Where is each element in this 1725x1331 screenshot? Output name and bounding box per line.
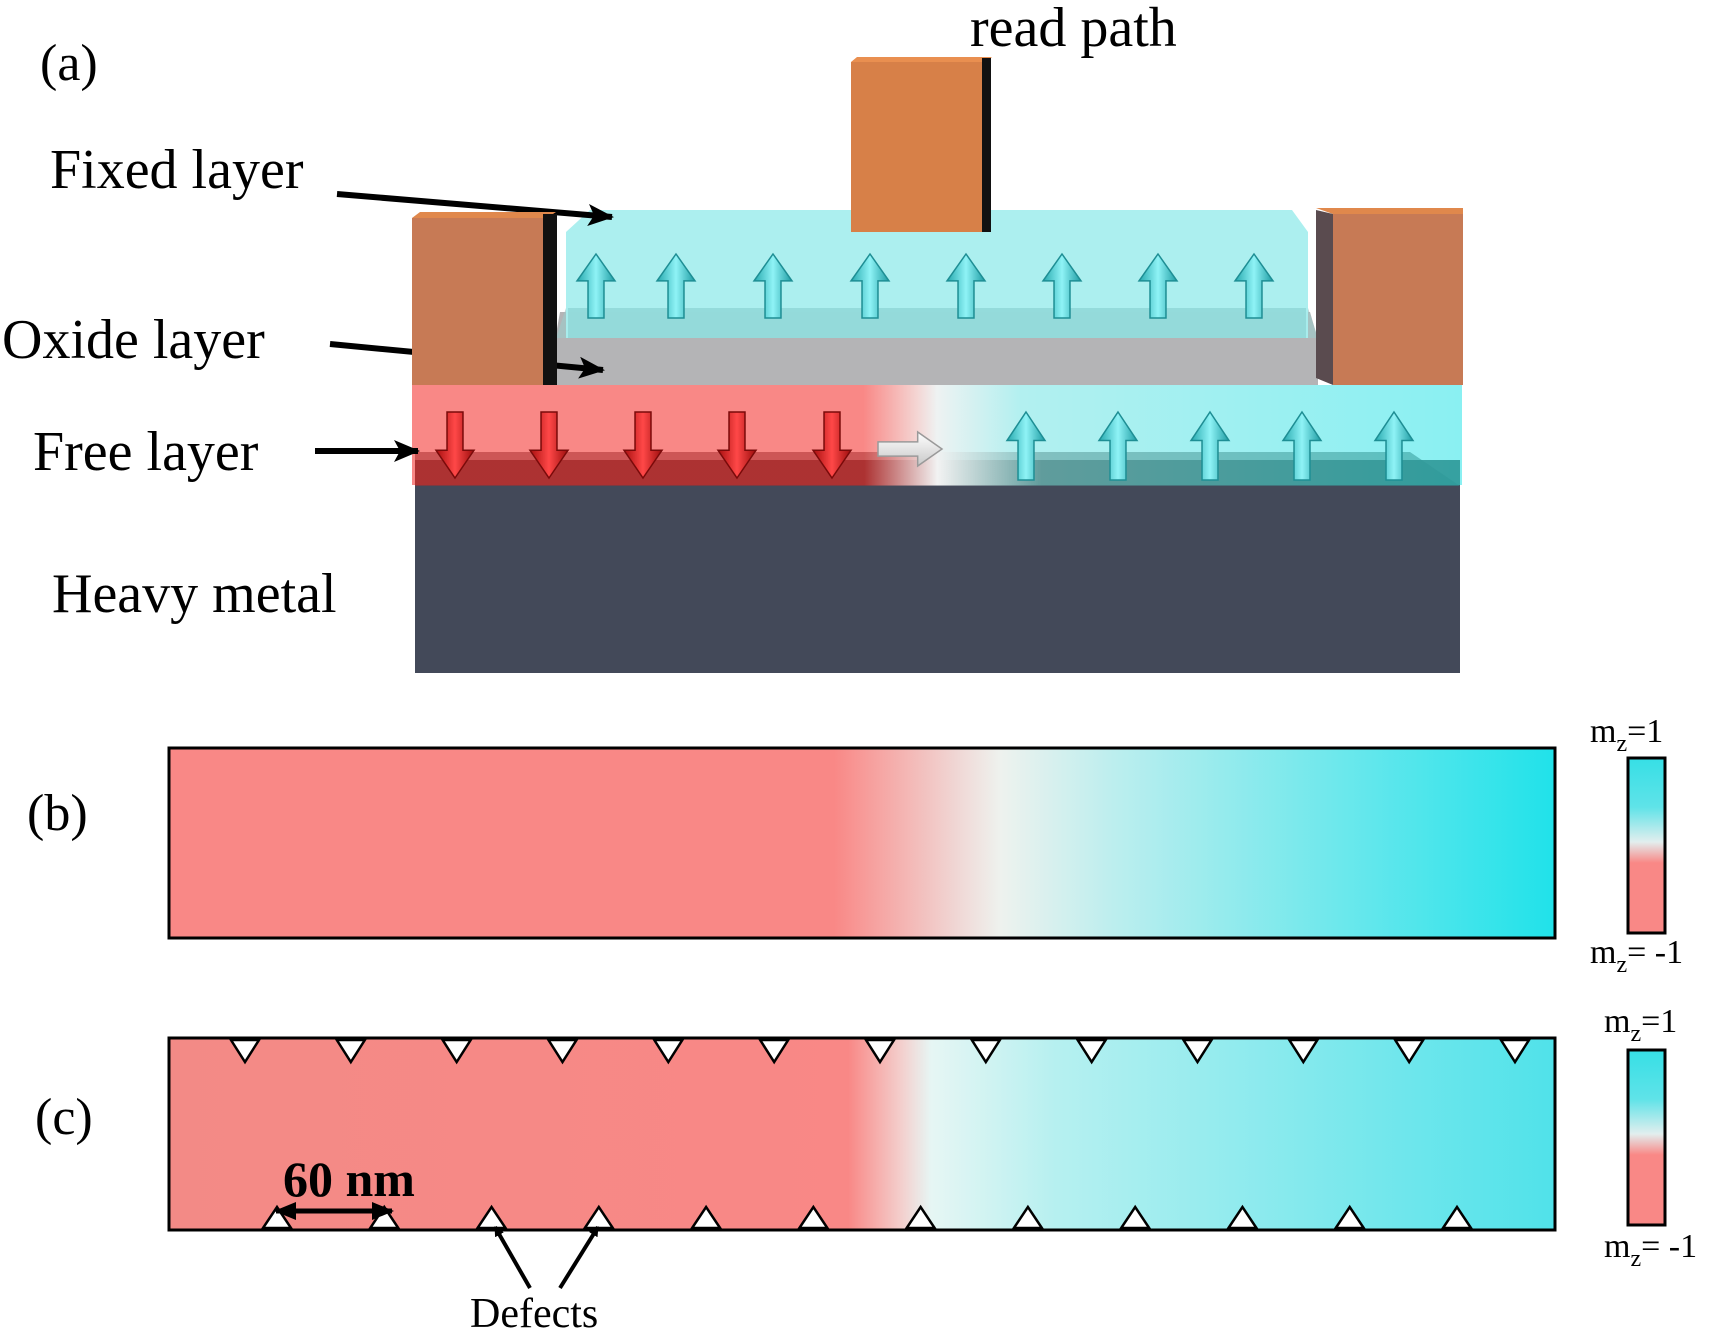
fixed-layer-label: Fixed layer [50,139,304,201]
top-edge-defects [228,1038,1532,1065]
heavy-metal-slab [415,485,1460,673]
free-layer-up-arrow-icon [1097,410,1139,481]
free-layer-label: Free layer [33,421,259,483]
defect-triangle [228,1038,262,1065]
free-layer-down-arrow-icon [716,411,758,480]
defect-triangle [757,1038,791,1065]
read-path-label: read path [970,0,1177,59]
defect-triangle [1011,1204,1045,1230]
free-layer-up-arrow-icon [1005,410,1047,481]
panel-c-colorbar-max: mz=1 [1604,1003,1677,1047]
fixed-layer-up-arrow-icon [655,252,697,319]
defect-triangle [1287,1038,1320,1065]
defect-triangle [440,1038,473,1065]
free-layer-up-arrow-icon [1373,410,1415,481]
free-layer-moment-arrows [434,410,1415,481]
defect-triangle [797,1204,830,1230]
free-layer-down-arrow-icon [528,411,570,480]
defect-triangle [652,1038,685,1065]
free-layer-up-arrow-icon [1281,410,1323,481]
defect-triangle [1333,1204,1367,1230]
panel-c-track [167,1036,1557,1232]
panel-c-colorbar-min: mz= -1 [1604,1228,1697,1272]
panel-b: (b) mz=1 mz= -1 [27,713,1683,978]
panel-c-colorbar [1626,1048,1667,1227]
right-electrode [1316,208,1463,385]
scale-bar-label: 60 nm [283,1151,415,1207]
panel-a: (a) Heavy metal Free layer Oxide layer F… [2,0,1463,673]
defect-triangle [904,1204,937,1230]
oxide-layer-label: Oxide layer [2,309,265,371]
defect-triangle [863,1038,897,1065]
panel-a-label: (a) [40,35,98,92]
panel-b-colorbar [1626,756,1667,935]
defect-triangle [334,1038,368,1065]
fixed-layer-moment-arrows [575,252,1275,319]
heavy-metal-label: Heavy metal [52,563,337,625]
defects-pointer-left [493,1226,532,1289]
fixed-layer-up-arrow-icon [1041,252,1083,319]
fixed-layer-slab [566,210,1308,338]
defect-triangle [1440,1204,1474,1230]
fixed-layer-up-arrow-icon [752,252,794,319]
left-electrode [412,212,557,385]
panel-b-track [167,746,1557,940]
free-layer-down-arrow-icon [622,411,664,480]
panel-b-colorbar-max: mz=1 [1590,713,1663,757]
defect-triangle [689,1204,723,1230]
free-layer-up-arrow-icon [1189,410,1231,481]
fixed-layer-up-arrow-icon [1137,252,1179,319]
defect-triangle [1392,1038,1426,1065]
panel-b-colorbar-min: mz= -1 [1590,934,1683,978]
fixed-layer-lower-band [568,308,1306,338]
fixed-layer-up-arrow-icon [945,252,987,319]
fixed-layer-up-arrow-icon [849,252,891,319]
defect-triangle [1181,1038,1214,1065]
free-layer-bevel [415,452,1460,486]
defect-triangle [1226,1204,1259,1230]
panel-c-label: (c) [35,1089,93,1146]
free-layer-right-arrow-icon [877,430,944,468]
fixed-layer-up-arrow-icon [1233,252,1275,319]
defects-pointer-right [558,1225,600,1290]
defect-triangle [1498,1038,1532,1065]
defect-triangle [969,1038,1003,1065]
free-layer-down-arrow-icon [811,411,853,480]
defect-triangle [475,1204,508,1230]
panel-c: (c) 60 nm Defects mz=1 mz= -1 [35,1003,1697,1331]
free-layer-down-arrow-icon [434,411,476,480]
defect-triangle [1118,1204,1152,1230]
defect-triangle [1075,1038,1108,1065]
defect-triangle [546,1038,579,1065]
read-path-electrode [851,57,992,232]
panel-b-label: (b) [27,785,88,842]
defects-label: Defects [470,1291,598,1331]
fixed-layer-pointer [336,191,614,226]
fixed-layer-up-arrow-icon [575,252,617,319]
